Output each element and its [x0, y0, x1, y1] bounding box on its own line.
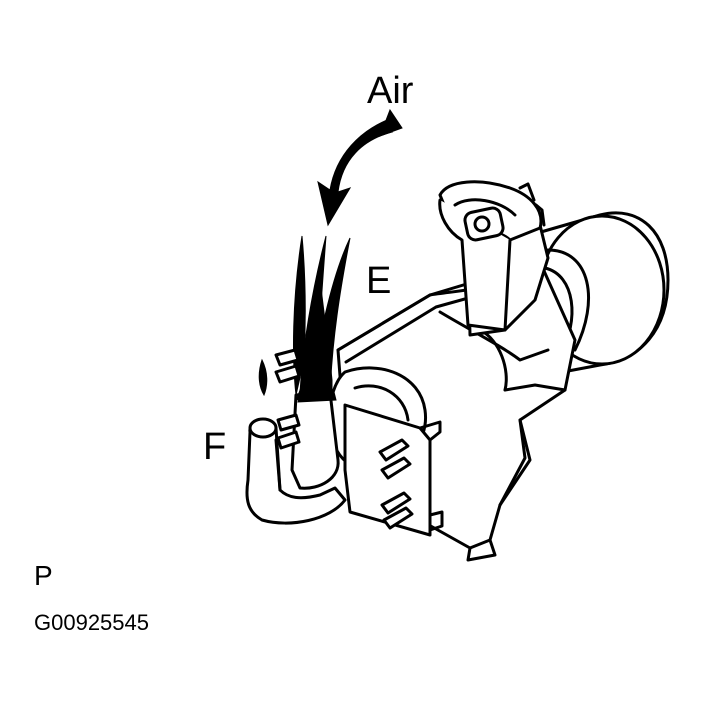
drip-mark-icon [258, 358, 268, 397]
port-f-label: F [203, 426, 227, 468]
air-label: Air [367, 70, 414, 112]
curved-arrow-icon [317, 108, 403, 227]
figure-code-label: G00925545 [34, 610, 149, 635]
mounting-bracket [343, 403, 444, 537]
port-e-label: E [366, 260, 392, 302]
electrical-connector [438, 180, 550, 337]
port-f-nipple [245, 417, 347, 525]
view-letter-label: P [34, 560, 53, 591]
side-tabs [274, 348, 301, 450]
